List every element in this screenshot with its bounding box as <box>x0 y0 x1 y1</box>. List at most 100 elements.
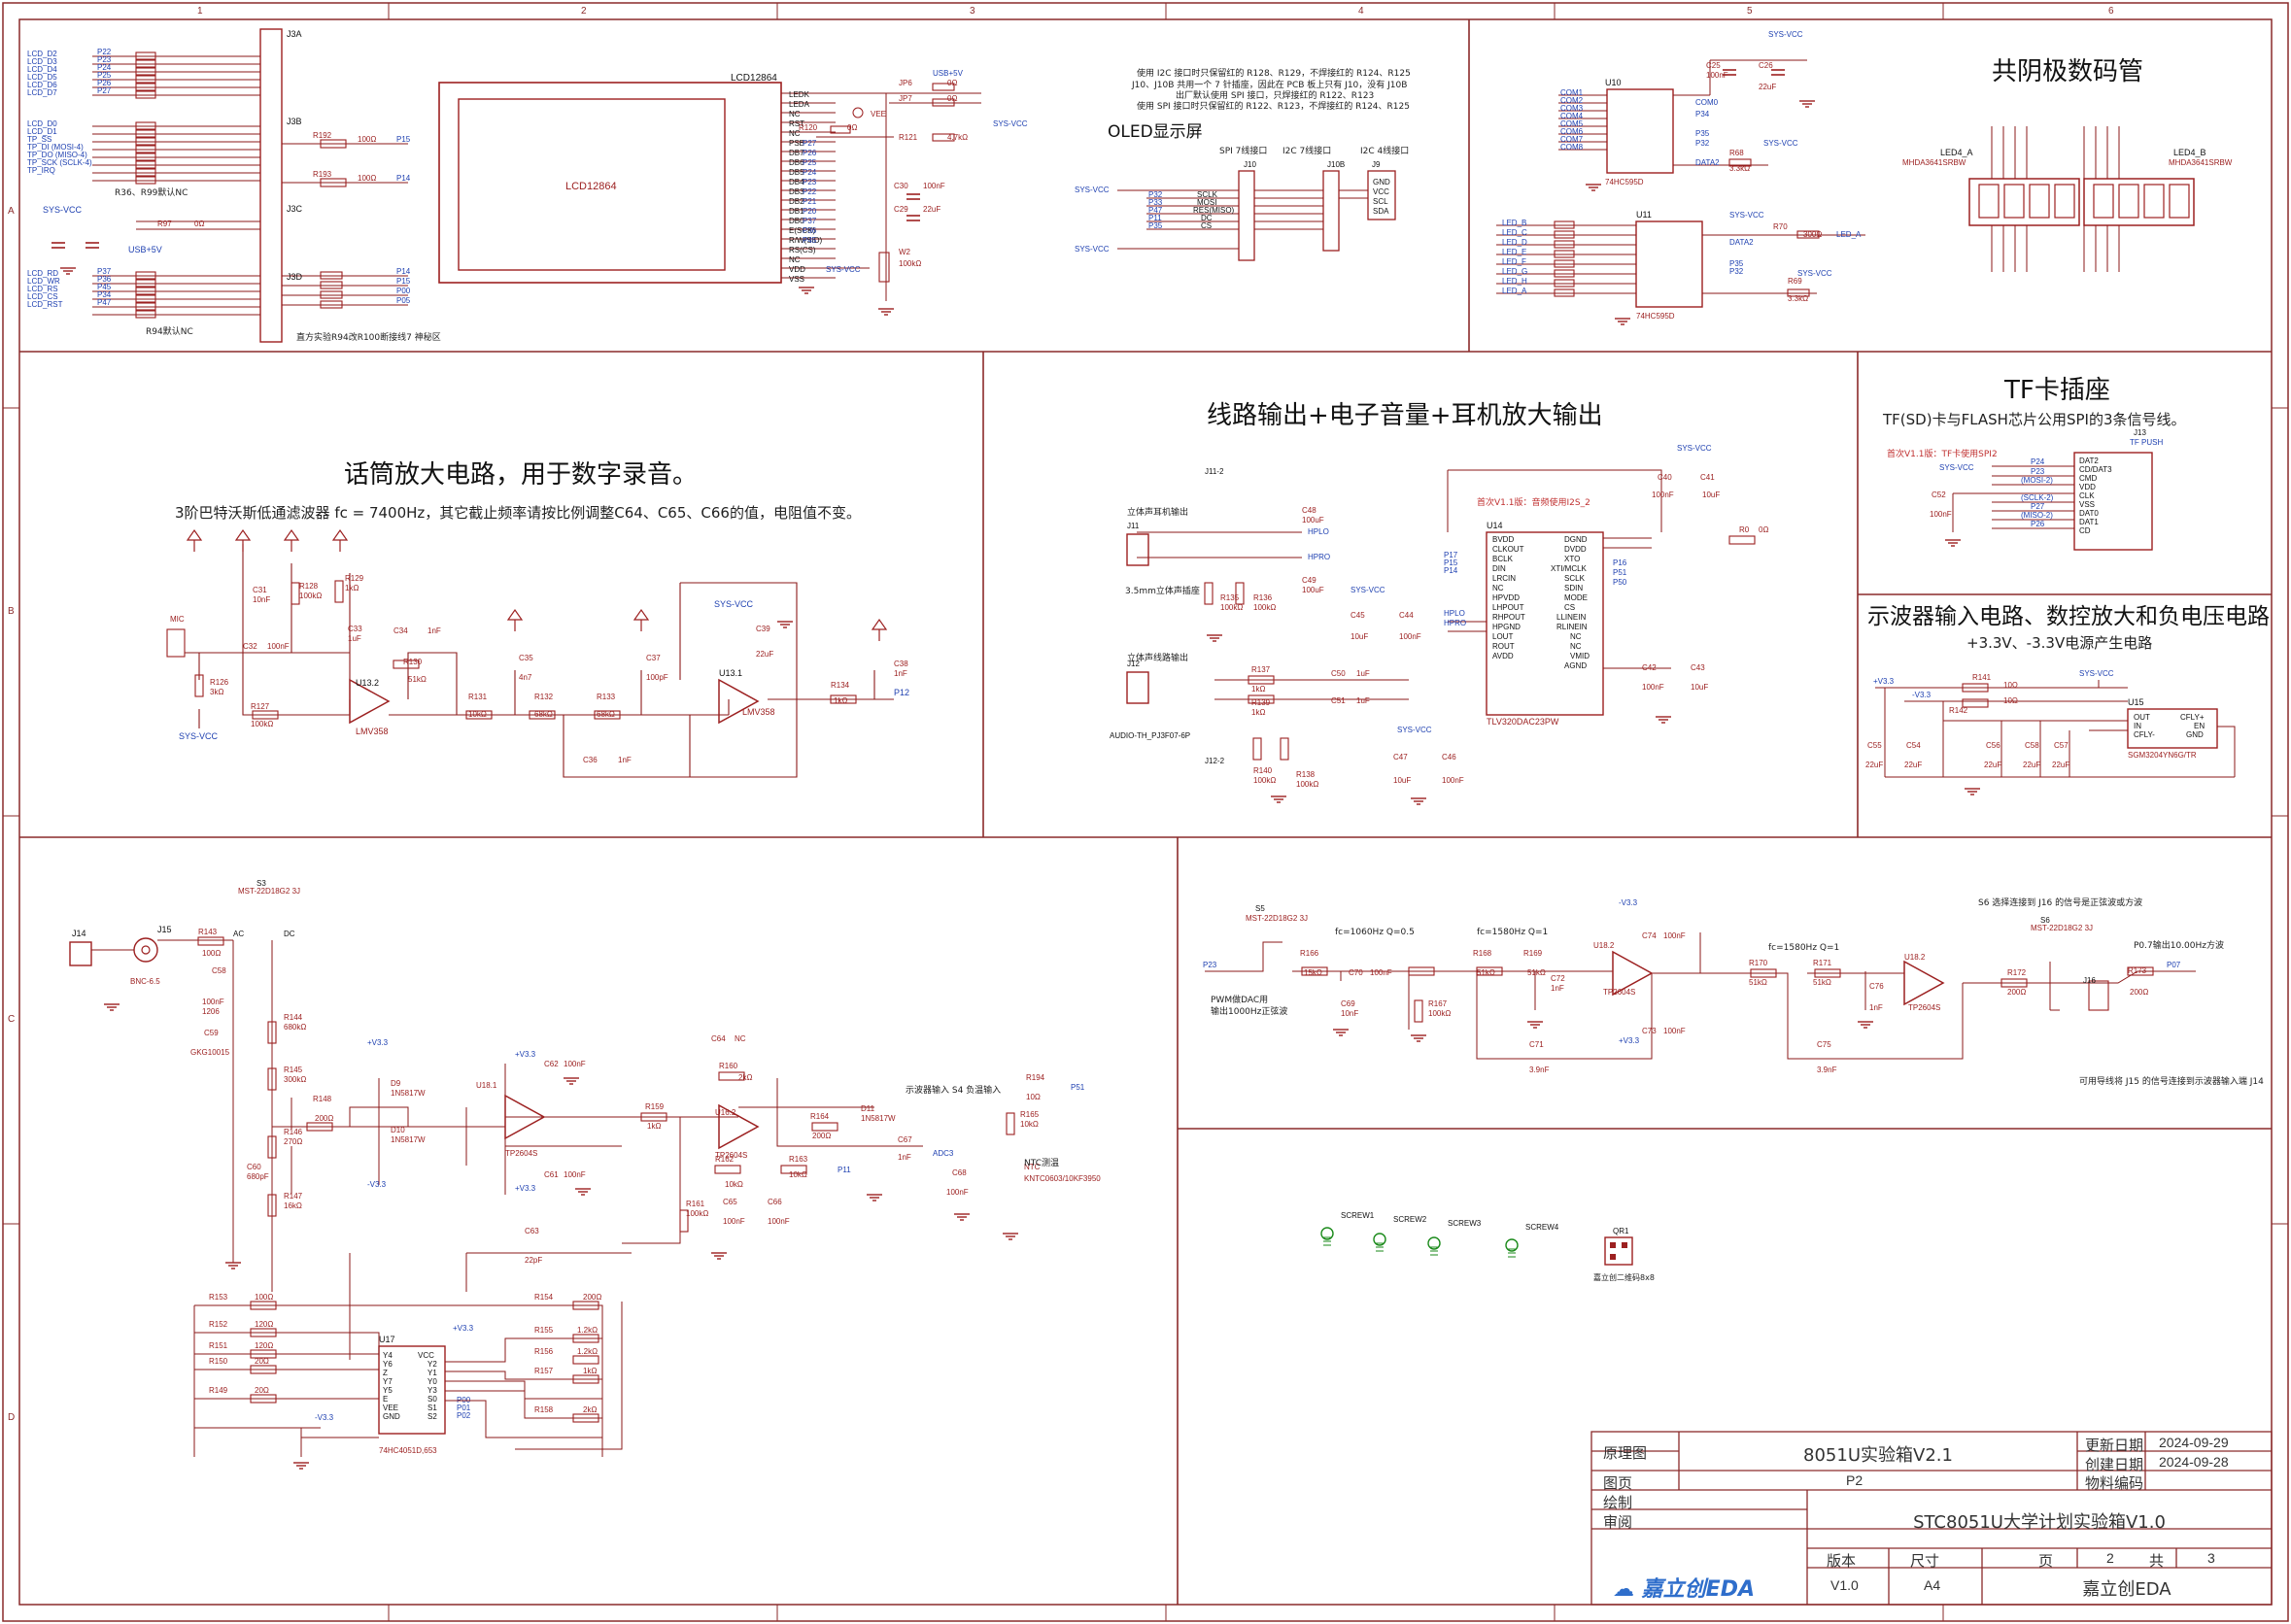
svg-text:P23: P23 <box>2031 467 2045 476</box>
svg-text:R120: R120 <box>799 123 818 132</box>
svg-text:VEE: VEE <box>871 110 886 118</box>
svg-text:51kΩ: 51kΩ <box>1527 968 1546 977</box>
svg-text:0Ω: 0Ω <box>947 79 957 87</box>
svg-text:200Ω: 200Ω <box>812 1132 831 1140</box>
scope-title: 示波器输入电路、数控放大和负电压电路 <box>1867 604 2270 629</box>
svg-text:LEDK: LEDK <box>789 90 810 99</box>
svg-text:R148: R148 <box>313 1095 332 1103</box>
svg-text:C44: C44 <box>1399 611 1414 620</box>
vcc-label-aud3: SYS-VCC <box>1397 726 1432 734</box>
svg-text:S3: S3 <box>256 879 266 888</box>
svg-text:C30: C30 <box>894 182 908 190</box>
svg-text:LCD_RS: LCD_RS <box>27 285 58 293</box>
svg-text:100nF: 100nF <box>1652 491 1674 499</box>
svg-text:20Ω: 20Ω <box>255 1386 269 1395</box>
svg-text:P22: P22 <box>803 187 817 196</box>
svg-text:10Ω: 10Ω <box>2003 681 2018 690</box>
svg-text:LED_C: LED_C <box>1502 228 1527 237</box>
svg-text:100Ω: 100Ω <box>358 135 376 144</box>
i2c4-note: I2C 4线接口 <box>1360 145 1409 156</box>
svg-text:VEE: VEE <box>383 1404 398 1412</box>
led-b-part: MHDA3641SRBW <box>2169 158 2233 167</box>
svg-text:C51: C51 <box>1331 696 1346 705</box>
svg-text:CLKOUT: CLKOUT <box>1492 545 1524 554</box>
svg-text:100nF: 100nF <box>1663 1027 1686 1035</box>
stereo-note: 3.5mm立体声插座 <box>1125 585 1200 596</box>
screw2: SCREW2 <box>1393 1215 1427 1224</box>
svg-text:LCD_D1: LCD_D1 <box>27 127 57 136</box>
svg-text:MODE: MODE <box>1564 593 1588 602</box>
svg-text:R149: R149 <box>209 1386 228 1395</box>
svg-text:U18.1: U18.1 <box>476 1081 497 1090</box>
usb-label-lcd: USB+5V <box>128 245 162 254</box>
svg-text:SDA: SDA <box>1373 207 1389 216</box>
svg-text:P15: P15 <box>396 277 411 286</box>
svg-text:C40: C40 <box>1658 473 1672 482</box>
svg-text:C73: C73 <box>1642 1027 1657 1035</box>
svg-text:C66: C66 <box>768 1198 782 1206</box>
svg-text:C71: C71 <box>1529 1040 1544 1049</box>
oled-note-2: J10、J10B 共用一个 7 针插座，因此在 PCB 板上只有 J10，没有 … <box>1131 79 1407 90</box>
svg-text:VSS: VSS <box>789 275 804 284</box>
svg-text:ADC3: ADC3 <box>933 1149 954 1158</box>
svg-text:P17: P17 <box>1444 551 1458 559</box>
svg-text:COM6: COM6 <box>1560 127 1584 136</box>
svg-text:1nF: 1nF <box>427 626 441 635</box>
svg-text:C63: C63 <box>525 1227 539 1235</box>
svg-text:LCD_D4: LCD_D4 <box>27 65 57 74</box>
ruler-top-5: 5 <box>1747 6 1753 17</box>
audio-title: 线路输出+电子音量+耳机放大输出 <box>1207 401 1603 430</box>
s6-part: MST-22D18G2 3J <box>2031 924 2093 932</box>
svg-text:S2: S2 <box>427 1412 437 1421</box>
svg-text:LED_F: LED_F <box>1502 257 1526 266</box>
tb-company: 嘉立创EDA <box>2082 1579 2171 1600</box>
svg-text:R151: R151 <box>209 1341 228 1350</box>
ruler-top-6: 6 <box>2108 6 2114 17</box>
u11-ref: U11 <box>1636 210 1652 220</box>
svg-text:NC: NC <box>789 110 801 118</box>
svg-text:C26: C26 <box>1759 61 1773 70</box>
ruler-top-2: 2 <box>581 6 587 17</box>
svg-text:C45: C45 <box>1351 611 1365 620</box>
svg-text:R161: R161 <box>686 1200 705 1208</box>
svg-text:16kΩ: 16kΩ <box>284 1201 302 1210</box>
v33-label-a: +V3.3 <box>1873 677 1895 686</box>
svg-text:R155: R155 <box>534 1326 554 1335</box>
svg-text:22uF: 22uF <box>923 205 940 214</box>
scope-in-note: 示波器输入 S4 负温输入 <box>906 1084 1001 1096</box>
svg-text:E: E <box>383 1395 388 1404</box>
svg-text:SCLK: SCLK <box>1197 190 1218 199</box>
svg-text:2kΩ: 2kΩ <box>738 1073 752 1082</box>
svg-text:P23: P23 <box>97 55 112 64</box>
svg-text:C48: C48 <box>1302 506 1316 515</box>
svg-text:100kΩ: 100kΩ <box>299 592 322 600</box>
svg-text:TP_IRQ: TP_IRQ <box>27 166 55 175</box>
vcc-label-595d: SYS-VCC <box>1797 269 1832 278</box>
svg-text:200Ω: 200Ω <box>583 1293 601 1302</box>
svg-text:(SCLK-2): (SCLK-2) <box>2021 493 2054 502</box>
svg-text:JP7: JP7 <box>899 94 912 103</box>
svg-text:1kΩ: 1kΩ <box>1251 708 1265 717</box>
fc-3: fc=1580Hz Q=1 <box>1768 943 1839 953</box>
svg-text:C55: C55 <box>1867 741 1882 750</box>
u15-part: SGM3204YN6G/TR <box>2128 751 2197 760</box>
svg-text:P21: P21 <box>803 197 817 206</box>
svg-text:R69: R69 <box>1788 277 1802 286</box>
svg-text:300Ω: 300Ω <box>1803 230 1822 239</box>
svg-text:C72: C72 <box>1551 974 1565 983</box>
svg-text:TP_DI (MOSI-4): TP_DI (MOSI-4) <box>27 143 84 152</box>
svg-text:RHPOUT: RHPOUT <box>1492 613 1525 622</box>
svg-text:100nF: 100nF <box>768 1217 790 1226</box>
svg-text:R194: R194 <box>1026 1073 1045 1082</box>
svg-text:C60: C60 <box>247 1163 261 1171</box>
svg-text:P32: P32 <box>1729 267 1744 276</box>
svg-text:100nF: 100nF <box>564 1060 586 1068</box>
svg-text:TP_SS: TP_SS <box>27 135 51 144</box>
svg-text:200Ω: 200Ω <box>315 1114 333 1123</box>
svg-text:D9: D9 <box>391 1079 401 1088</box>
svg-text:VMID: VMID <box>1570 652 1590 660</box>
vn33-label-f: -V3.3 <box>315 1413 334 1422</box>
svg-text:100nF: 100nF <box>1930 510 1952 519</box>
